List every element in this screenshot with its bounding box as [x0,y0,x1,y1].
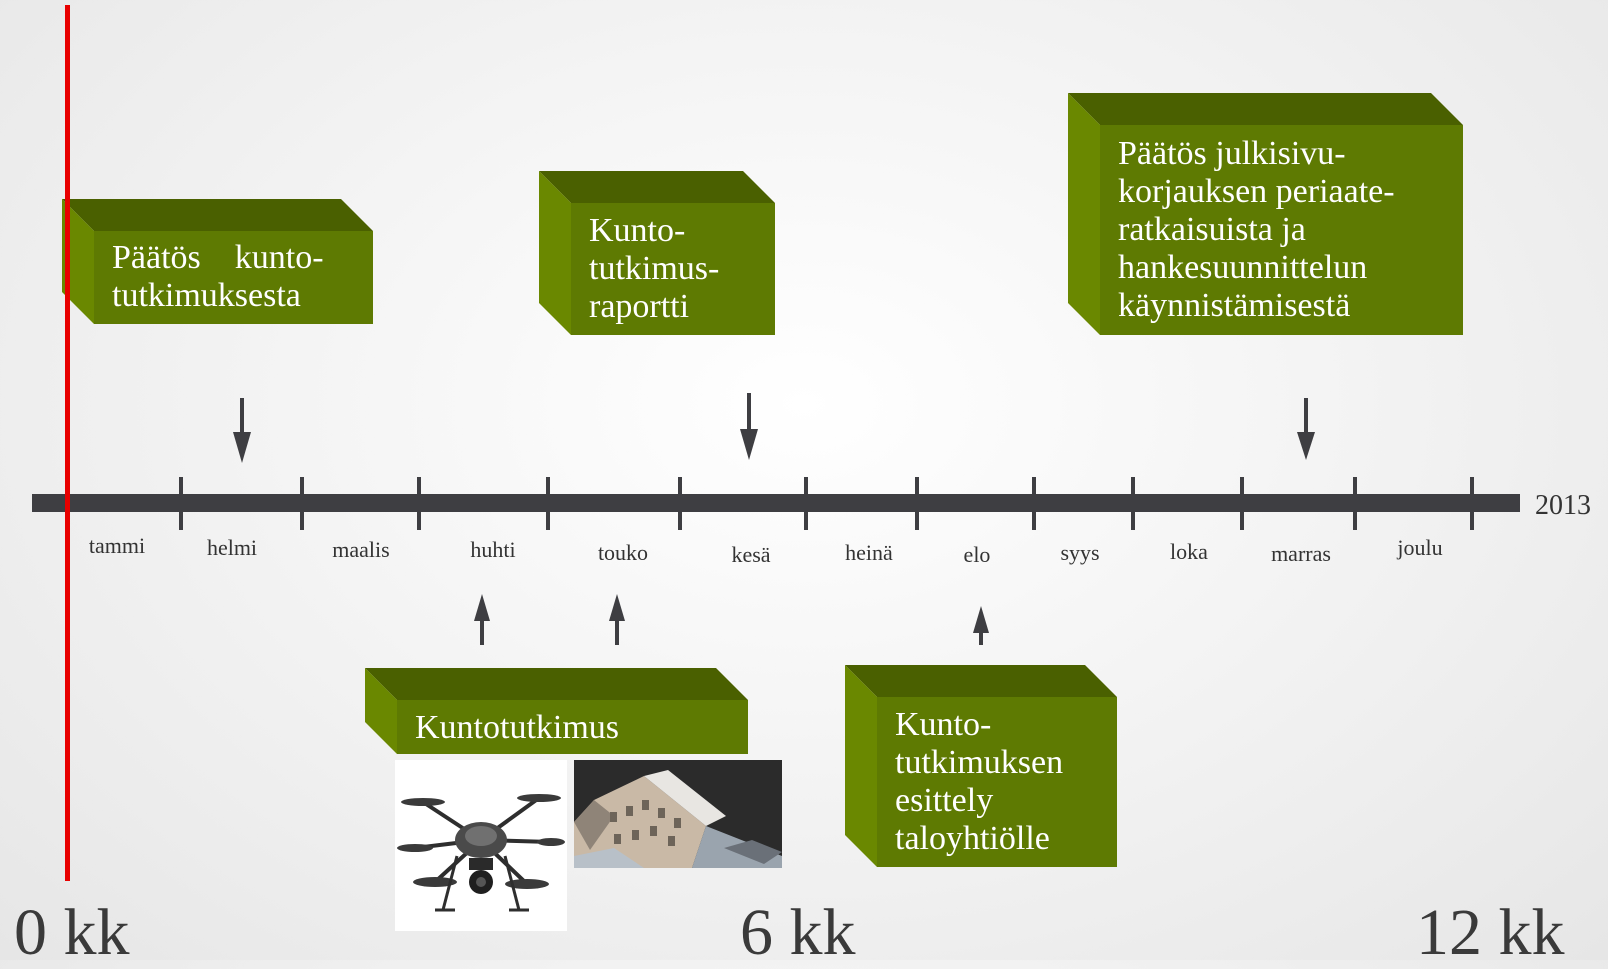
arrows-down [233,393,1315,463]
box-line: tutkimuksesta [112,277,301,314]
box-front-face [397,700,748,754]
box-front-face [94,231,373,324]
box-kuntotutkimusraportti [539,171,775,335]
box-front-face [877,697,1117,867]
arrow-up-icon [474,594,490,645]
box-line: käynnistämisestä [1118,287,1351,324]
box-line: taloyhtiölle [895,820,1050,857]
box-top-face [845,665,1117,697]
box-line: Kunto- [895,706,992,743]
month-label: huhti [470,537,516,562]
box-label-paatos-julkisivukorjaus: Päätös julkisivu- korjauksen periaate- r… [1118,135,1395,325]
box-top-face [539,171,775,203]
box-line: ratkaisuista ja [1118,211,1306,248]
box-top-face [1068,93,1463,125]
box-line: Päätös kunto- [112,239,324,276]
arrow-down-icon [233,398,251,463]
timeline-ticks [179,477,1474,530]
month-label: tammi [88,533,146,558]
scale-label-end: 12 kk [1416,896,1565,969]
scale-label-start: 0 kk [14,896,130,969]
box-side-face [539,171,571,335]
month-label: loka [1170,539,1208,564]
arrow-up-icon [609,594,625,645]
box-top-face [62,199,373,231]
box-line: tutkimuksen [895,744,1064,781]
month-label: joulu [1397,535,1443,560]
timeline-bar [32,494,1520,512]
building-3d-scan [574,760,782,868]
month-label: kesä [731,542,771,567]
box-line: esittely [895,782,994,819]
month-label: elo [963,542,991,567]
box-line: Kunto- [589,212,686,249]
box-esittely-taloyhtiolle [845,665,1117,867]
month-label: heinä [845,540,893,565]
current-time-marker [65,5,70,881]
box-paatos-julkisivukorjaus [1068,93,1463,335]
box-side-face [1068,93,1100,335]
box-label-kuntotutkimusraportti: Kunto- tutkimus- raportti [589,212,719,326]
month-label: maalis [332,537,390,562]
box-front-face [1100,125,1463,335]
arrow-down-icon [740,393,758,460]
box-line: hankesuunnittelun [1118,249,1368,286]
arrow-down-icon [1297,398,1315,460]
month-label: syys [1060,540,1100,565]
box-line: korjauksen periaate- [1118,173,1395,210]
month-label: touko [597,540,649,565]
month-label: helmi [206,535,258,560]
box-front-face [571,203,775,335]
box-kuntotutkimus [365,668,748,754]
arrow-up-icon [973,606,989,645]
box-top-face [365,668,748,700]
box-label-kuntotutkimus: Kuntotutkimus [415,709,619,747]
box-line: Päätös julkisivu- [1118,135,1346,172]
box-label-paatos-kuntotutkimuksesta: Päätös kunto- tutkimuksesta [112,239,324,315]
drone-photo [395,760,567,931]
box-side-face [365,668,397,754]
box-line: Kuntotutkimus [415,709,620,746]
scale-label-middle: 6 kk [740,896,856,969]
box-side-face [845,665,877,867]
box-line: raportti [589,288,690,325]
arrows-up [474,594,989,645]
box-label-esittely-taloyhtiolle: Kunto- tutkimuksen esittely taloyhtiölle [895,706,1063,858]
box-line: tutkimus- [589,250,720,287]
month-label: marras [1271,541,1331,566]
year-label: 2013 [1535,490,1591,521]
